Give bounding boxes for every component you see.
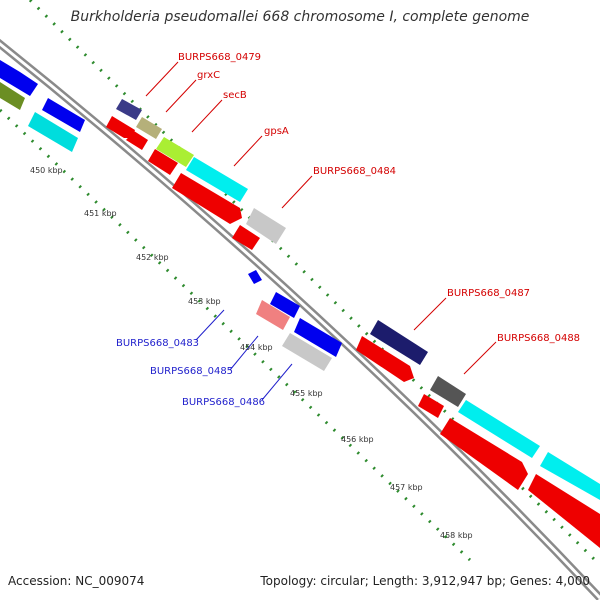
- gene-label[interactable]: BURPS668_0483: [116, 338, 199, 349]
- tick-label: 455 kbp: [290, 389, 323, 398]
- gene-block[interactable]: [370, 320, 428, 365]
- gene-label[interactable]: gpsA: [264, 126, 289, 137]
- genome-stats-text: Topology: circular; Length: 3,912,947 bp…: [260, 574, 590, 588]
- gene-label[interactable]: BURPS668_0486: [182, 397, 265, 408]
- gene-block[interactable]: [528, 474, 600, 548]
- genome-backbone-inner: [0, 42, 600, 600]
- gene-block[interactable]: [440, 418, 528, 490]
- gene-block[interactable]: [0, 82, 25, 110]
- leader-line: [413, 297, 447, 331]
- gene-block[interactable]: [172, 173, 242, 224]
- gene-block[interactable]: [256, 300, 290, 330]
- leader-line: [229, 335, 259, 371]
- gene-block[interactable]: [418, 394, 444, 418]
- tick-label: 458 kbp: [440, 531, 473, 540]
- gene-label[interactable]: BURPS668_0484: [313, 166, 396, 177]
- gene-block[interactable]: [0, 60, 38, 96]
- leader-line: [195, 309, 225, 341]
- gene-block[interactable]: [186, 157, 248, 202]
- gene-block[interactable]: [540, 452, 600, 500]
- gene-block[interactable]: [116, 99, 142, 120]
- leader-line: [463, 341, 497, 375]
- gene-block[interactable]: [294, 318, 342, 357]
- gene-block[interactable]: [156, 137, 194, 167]
- leader-line: [281, 175, 313, 209]
- gene-block[interactable]: [28, 112, 78, 152]
- gene-label[interactable]: BURPS668_0485: [150, 366, 233, 377]
- gene-block[interactable]: [282, 333, 332, 371]
- gene-label[interactable]: BURPS668_0488: [497, 333, 580, 344]
- leader-line: [145, 61, 179, 97]
- tick-label: 453 kbp: [188, 297, 221, 306]
- tick-label: 457 kbp: [390, 483, 423, 492]
- accession-text: Accession: NC_009074: [8, 574, 145, 588]
- gene-block[interactable]: [232, 225, 260, 250]
- gene-block[interactable]: [136, 117, 162, 139]
- gene-block[interactable]: [458, 400, 540, 458]
- gene-block[interactable]: [270, 292, 300, 318]
- leader-line: [165, 79, 197, 113]
- outer-tick-track: [28, 0, 600, 567]
- tick-label: 456 kbp: [341, 435, 374, 444]
- gene-block[interactable]: [248, 270, 262, 284]
- tick-labels: 450 kbp 451 kbp 452 kbp 453 kbp 454 kbp …: [30, 166, 473, 540]
- gene-label[interactable]: BURPS668_0479: [178, 52, 261, 63]
- gene-label[interactable]: BURPS668_0487: [447, 288, 530, 299]
- leader-line: [191, 99, 223, 133]
- gene-block[interactable]: [42, 98, 85, 132]
- gene-block[interactable]: [430, 376, 466, 407]
- gene-block[interactable]: [246, 208, 286, 244]
- tick-label: 451 kbp: [84, 209, 117, 218]
- tick-label: 450 kbp: [30, 166, 63, 175]
- gene-block[interactable]: [106, 116, 135, 138]
- gene-blocks: [0, 60, 600, 548]
- outer-gene-labels: BURPS668_0479 grxC secB gpsA BURPS668_04…: [178, 52, 580, 344]
- gene-label[interactable]: grxC: [197, 70, 220, 81]
- tick-label: 452 kbp: [136, 253, 169, 262]
- tick-label: 454 kbp: [240, 343, 273, 352]
- inner-gene-labels: BURPS668_0483 BURPS668_0485 BURPS668_048…: [116, 338, 265, 408]
- gene-block[interactable]: [148, 149, 178, 175]
- map-title: Burkholderia pseudomallei 668 chromosome…: [70, 9, 530, 25]
- gene-label[interactable]: secB: [223, 90, 247, 101]
- gene-block[interactable]: [356, 336, 414, 382]
- label-leaders: [145, 61, 497, 401]
- gene-block[interactable]: [126, 131, 148, 150]
- leader-line: [261, 363, 293, 401]
- leader-line: [233, 135, 263, 167]
